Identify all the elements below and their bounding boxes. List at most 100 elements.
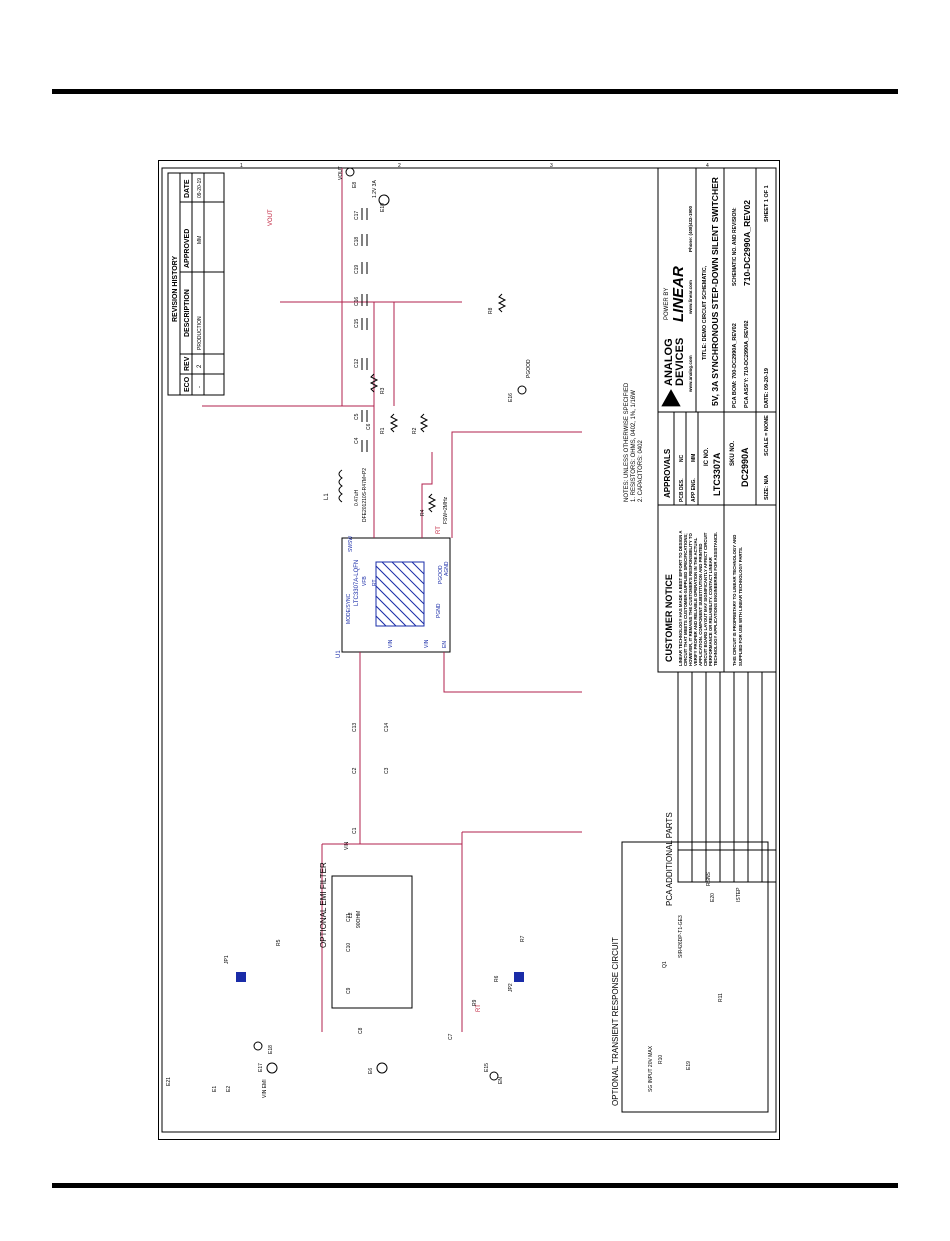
border-markers: 1 2 3 4 xyxy=(240,163,709,169)
logo-analog: ANALOG xyxy=(663,338,675,386)
vin-emi-label: VIN EMI xyxy=(262,1079,268,1098)
top-rule xyxy=(52,89,898,94)
en-label: EN xyxy=(498,1077,504,1084)
sheet-value: SHEET 1 OF 1 xyxy=(764,185,770,222)
ic-pin-vfb: VFB xyxy=(362,576,368,586)
ic-part-label: LTC3307A-LQFN xyxy=(354,560,360,606)
c18-label: C18 xyxy=(354,237,360,246)
notes: NOTES: UNLESS OTHERWISE SPECIFIED 1. RES… xyxy=(624,382,644,502)
app-eng-label: APP ENG. xyxy=(691,478,697,502)
border-top-4: 4 xyxy=(706,163,709,169)
e8-turret[interactable] xyxy=(345,167,355,177)
landscape-drawing: REVISION HISTORY ECO REV DESCRIPTION APP… xyxy=(166,166,777,1113)
ic-pin-pgood: PGOOD xyxy=(438,565,444,584)
l2-ref: L2 xyxy=(348,912,354,918)
pca-parts-title: PCA ADDITIONAL PARTS xyxy=(665,812,674,906)
notes-line-3: 2. CAPACITORS: 0402 xyxy=(638,440,644,502)
feedback-network: R1 R2 R3 R4 FSW=2MHz R8 C6 xyxy=(366,293,507,524)
c10-ref: C10 xyxy=(346,943,352,952)
c11-ref: C11 xyxy=(346,913,352,922)
l1-ref: L1 xyxy=(324,493,330,500)
notice-line-7: PERFORMANCE OR RELIABILITY. CONTACT LINE… xyxy=(708,556,713,666)
app-eng-value: MM xyxy=(691,454,697,462)
ic-pin-rt: RT xyxy=(372,579,378,586)
e16-turret[interactable] xyxy=(517,385,527,395)
r3-ref: R3 xyxy=(380,387,386,394)
revision-history: REVISION HISTORY ECO REV DESCRIPTION APP… xyxy=(167,172,225,396)
border-top-2: 2 xyxy=(398,163,401,169)
net-vout: VOUT xyxy=(268,209,274,226)
e10-ref: E10 xyxy=(380,203,386,212)
output-capacitors: C4 C5 C12 C15 C16 C19 C18 C17 xyxy=(354,208,368,452)
notice-line-6: CIRCUIT BOARD LAYOUT MAY SIGNIFICANTLY A… xyxy=(703,532,708,666)
rev-description-value: PRODUCTION xyxy=(197,316,203,350)
ic-pin-sw2: SW xyxy=(348,544,354,552)
e6-turret[interactable] xyxy=(376,1062,388,1074)
rev-date-value: 09-20-19 xyxy=(197,178,203,198)
jp2-ref: JP2 xyxy=(508,983,514,992)
jp1-jumper[interactable] xyxy=(236,972,246,982)
c13-ref: C13 xyxy=(352,723,358,732)
l2-value: 90OHM xyxy=(356,911,362,928)
e18-turret[interactable] xyxy=(253,1041,263,1051)
bottom-rule xyxy=(52,1183,898,1188)
pca-additional-parts: PCA ADDITIONAL PARTS xyxy=(665,671,777,906)
logo-linear: LINEAR xyxy=(670,266,687,322)
e17-turret[interactable] xyxy=(266,1062,278,1074)
title-label: TITLE: DEMO CIRCUIT SCHEMATIC, xyxy=(702,265,708,360)
rev-approved-value: MM xyxy=(197,236,203,244)
notice-line-5: APPLICATION. COMPONENT SUBSTITUTION AND … xyxy=(698,544,703,666)
rev-header-approved: APPROVED xyxy=(184,229,191,268)
border-top-3: 3 xyxy=(550,163,553,169)
size-value: SIZE: N/A xyxy=(764,475,770,500)
ic-pin-agnd: AGND xyxy=(444,561,450,576)
r11-ref: R11 xyxy=(718,993,724,1002)
net-vin: VIN xyxy=(344,841,350,850)
ic-ref-u1: U1 xyxy=(336,650,342,658)
c5-label: C5 xyxy=(354,413,360,420)
notice-line-8: TECHNOLOGY APPLICATIONS ENGINEERING FOR … xyxy=(713,532,718,666)
ic-u1: LTC3307A-LQFN MODE/SYNC SW SW VFB RT PGO… xyxy=(336,536,451,658)
schematic-sheet: REVISION HISTORY ECO REV DESCRIPTION APP… xyxy=(158,160,780,1140)
e16-ref: E16 xyxy=(508,393,514,402)
jp2-jumper[interactable] xyxy=(514,972,524,982)
e19-ref: E19 xyxy=(686,1061,692,1070)
ic-pin-en: EN xyxy=(442,641,448,648)
input-controls: R5 R6 R7 JP2 JP1 R9 xyxy=(224,935,526,1006)
sheet-frame xyxy=(158,160,780,1140)
e18-ref: E18 xyxy=(268,1045,274,1054)
e17-ref: E17 xyxy=(258,1063,264,1072)
logo-power-by: POWER BY xyxy=(664,288,670,320)
vout-rating: 1.2V 3A xyxy=(372,180,378,198)
e15-turret[interactable] xyxy=(489,1071,499,1081)
input-wires xyxy=(321,652,582,1032)
r6-ref: R6 xyxy=(494,975,500,982)
c6-ref: C6 xyxy=(366,423,372,430)
c14-ref: C14 xyxy=(384,723,390,732)
r2-ref: R2 xyxy=(412,427,418,434)
ic-pin-vin2: VIN xyxy=(424,639,430,648)
c4-label: C4 xyxy=(354,437,360,444)
scale-value: SCALE = NONE xyxy=(764,415,770,456)
output-wires xyxy=(202,168,582,538)
e10-turret[interactable] xyxy=(378,194,390,206)
proprietary-line-1: THIS CIRCUIT IS PROPRIETARY TO LINEAR TE… xyxy=(732,535,737,666)
approvals-title: APPROVALS xyxy=(663,448,672,498)
schematic-no-value: 710-DC2990A_REV02 xyxy=(742,200,752,286)
l1-part: DFE201210S-R47M=P2 xyxy=(362,468,368,522)
pca-assy: PCA ASS'Y: 710-DC2990A_REV02 xyxy=(744,320,750,408)
c16-label: C16 xyxy=(354,297,360,306)
c12-label: C12 xyxy=(354,359,360,368)
schematic-no-label: SCHEMATIC NO. AND REVISION: xyxy=(732,207,738,286)
input-turrets: E18 E17 VIN EMI E6 EN E15 E21 E1 E2 xyxy=(166,1041,504,1098)
notice-line-4: VERIFY PROPER AND RELIABLE OPERATION IN … xyxy=(693,537,698,666)
fsw-label: FSW=2MHz xyxy=(443,496,449,524)
c1-ref: C1 xyxy=(352,827,358,834)
net-rt: RT xyxy=(436,526,442,534)
c8-ref: C8 xyxy=(358,1027,364,1034)
e1-ref: E1 xyxy=(212,1086,218,1092)
sku-label: SKU NO. xyxy=(730,441,736,466)
r4-ref: R4 xyxy=(420,509,426,516)
c15-label: C15 xyxy=(354,319,360,328)
vout-label: VOUT xyxy=(338,166,344,180)
